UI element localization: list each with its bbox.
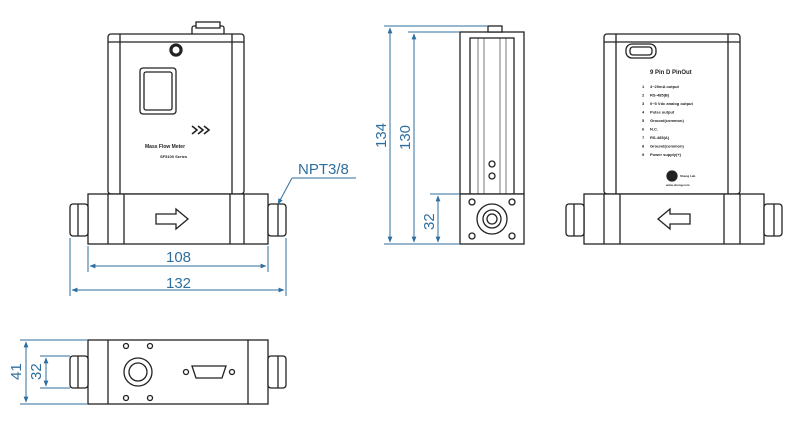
pin-label: RS-485(B) xyxy=(650,93,670,98)
pin-label: Ground(common) xyxy=(650,118,684,123)
front-dimensions xyxy=(69,177,356,296)
pin-label: RS-485(A) xyxy=(650,135,670,140)
pin-number: 4 xyxy=(642,110,645,115)
pin-number: 5 xyxy=(642,118,645,123)
dim-npt: NPT3/8 xyxy=(298,161,349,178)
pin-label: 4~20mA output xyxy=(650,84,680,89)
pin-label: Pulse output xyxy=(650,110,675,115)
pin-number: 3 xyxy=(642,101,645,106)
dim-32-side: 32 xyxy=(421,213,438,230)
device-series: SF5100 Series xyxy=(160,154,188,159)
pin-label: 0~5 Vdc analog output xyxy=(650,101,693,106)
dim-130: 130 xyxy=(397,125,414,150)
dim-108: 108 xyxy=(166,249,191,266)
pinout-table: 9 Pin D PinOut 1 4~20mA output 2 RS-485(B) 3… xyxy=(642,70,696,187)
pin-number: 1 xyxy=(642,84,645,89)
side-view xyxy=(459,25,525,245)
dim-32-bottom: 32 xyxy=(28,363,45,380)
device-title: Mass Flow Meter xyxy=(145,144,185,150)
side-dimensions xyxy=(384,25,488,245)
dim-132: 132 xyxy=(166,275,191,292)
website-label: www.sheng.com xyxy=(665,183,690,187)
pin-number: 6 xyxy=(642,127,645,132)
pin-label: Ground(common) xyxy=(650,144,684,149)
dim-41: 41 xyxy=(8,363,25,380)
pin-number: 2 xyxy=(642,93,645,98)
pin-label: N.C. xyxy=(650,127,658,132)
dim-134: 134 xyxy=(373,123,390,148)
pin-number: 9 xyxy=(642,152,645,157)
pinout-title: 9 Pin D PinOut xyxy=(650,70,692,76)
back-view xyxy=(565,33,783,245)
bottom-view xyxy=(69,339,287,405)
bottom-dimensions xyxy=(20,339,88,405)
front-view xyxy=(69,21,287,245)
pin-label: Power supply(+) xyxy=(650,152,682,157)
brand-label: Sheng Lab xyxy=(680,174,696,178)
pin-number: 8 xyxy=(642,144,645,149)
pin-number: 7 xyxy=(642,135,645,140)
